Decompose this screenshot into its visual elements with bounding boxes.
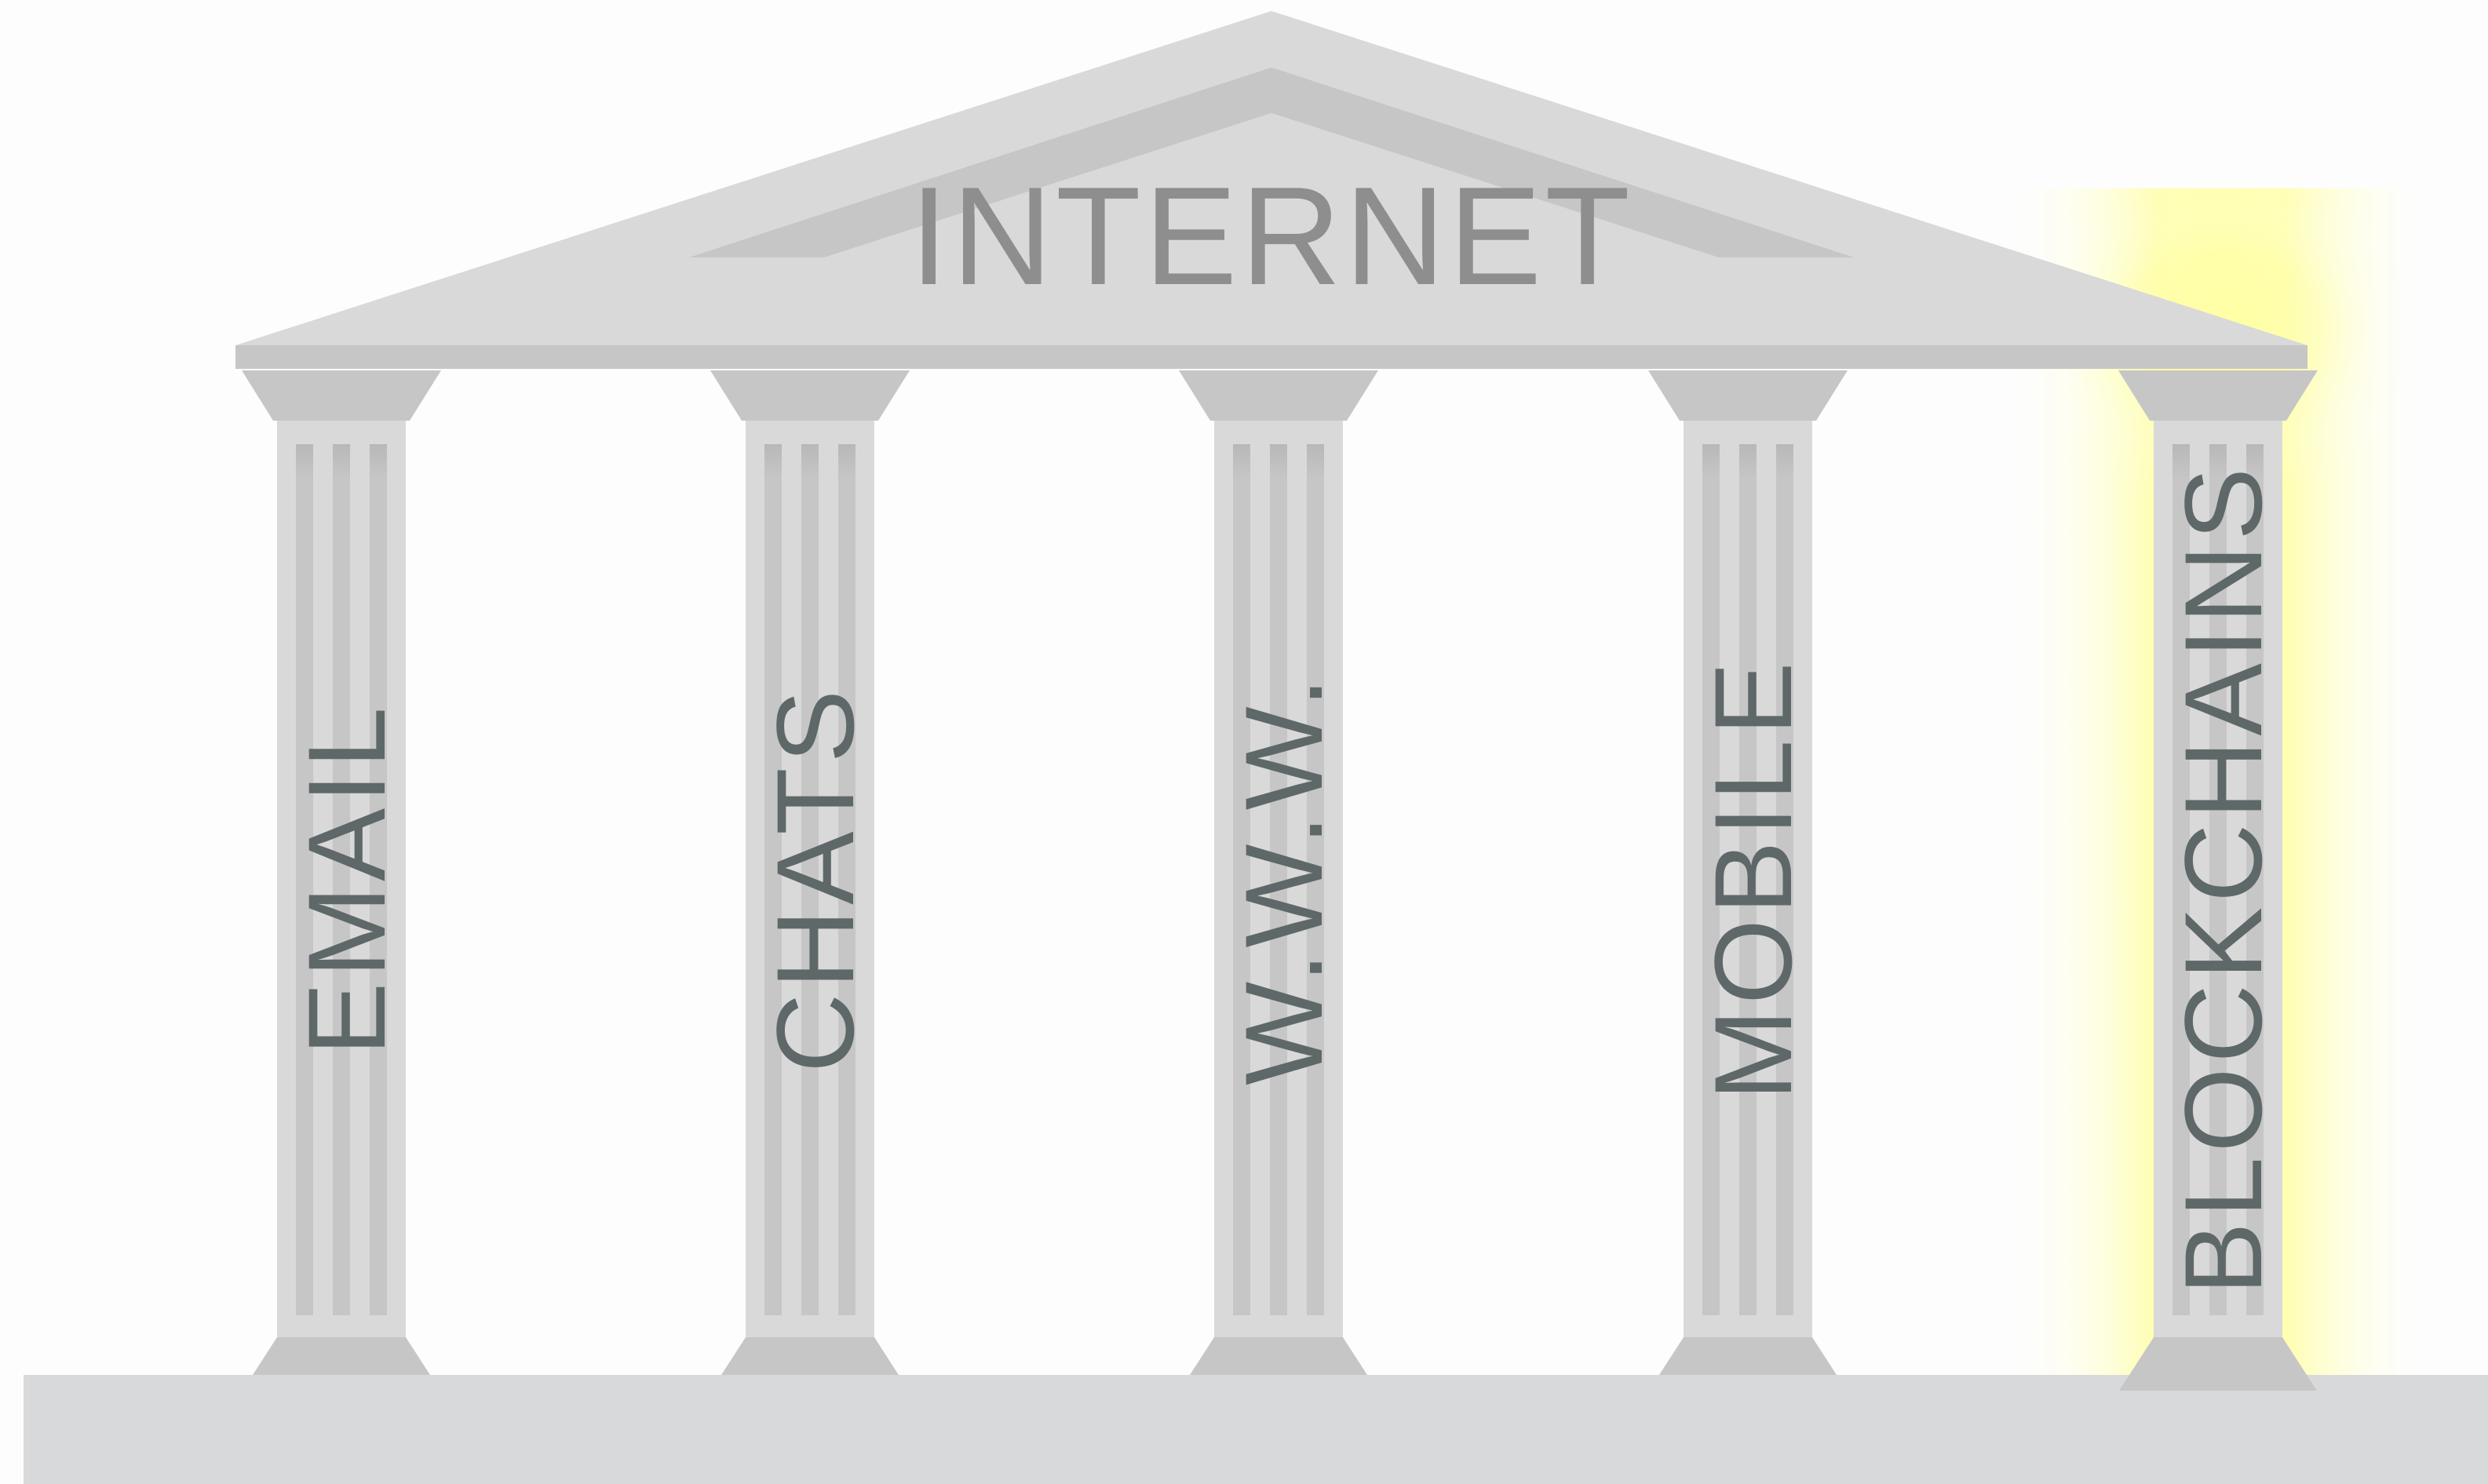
pillar-flute (370, 444, 387, 1315)
roof-cornice (235, 345, 2307, 369)
pillar-capital (1648, 370, 1848, 421)
pillar-capital (242, 370, 441, 421)
pillar-label: EMAIL (285, 702, 408, 1056)
roof: INTERNET (235, 11, 2307, 369)
pillar-flute (2246, 444, 2264, 1315)
pillar-flute (1233, 444, 1250, 1315)
pillar-flute (1776, 444, 1793, 1315)
pillar-plinth (253, 1337, 430, 1375)
pillar-label: BLOCKCHAINS (2161, 463, 2285, 1295)
pillar-flute (1307, 444, 1324, 1315)
pillar-flute (2172, 444, 2190, 1315)
pillar-flute (1270, 444, 1287, 1315)
pillar-chats: CHATS (710, 370, 910, 1375)
roof-pediment (235, 11, 2307, 345)
pillar-label: MOBILE (1691, 657, 1815, 1100)
pillar-label: W.W.W. (1222, 673, 1345, 1085)
temple-base (24, 1375, 2488, 1484)
pillar-mobile: MOBILE (1648, 370, 1848, 1375)
pillar-flute (764, 444, 782, 1315)
pillar-capital (710, 370, 910, 421)
pillar-plinth (1190, 1337, 1367, 1375)
roof-inner-frame (689, 67, 1854, 257)
pillar-plinth (2119, 1337, 2317, 1391)
pillar-plinth (1659, 1337, 1837, 1375)
pillar-flute (333, 444, 350, 1315)
pillar-www: W.W.W. (1179, 370, 1378, 1375)
pillar-email: EMAIL (242, 370, 441, 1375)
pillar-capital (1179, 370, 1378, 421)
pillar-plinth (721, 1337, 899, 1375)
pillar-label: CHATS (753, 685, 877, 1073)
pillar-flute (1739, 444, 1757, 1315)
pillar-flute (838, 444, 855, 1315)
pillars: EMAIL CHATS W.W.W. MOBI (242, 370, 2318, 1391)
pillar-flute (801, 444, 819, 1315)
roof-title: INTERNET (910, 158, 1633, 314)
pillar-flute (1702, 444, 1720, 1315)
pillar-flute (296, 444, 313, 1315)
pillar-flute (2209, 444, 2227, 1315)
pillar-capital (2118, 370, 2318, 421)
pillar-blockchains: BLOCKCHAINS (2118, 370, 2318, 1391)
